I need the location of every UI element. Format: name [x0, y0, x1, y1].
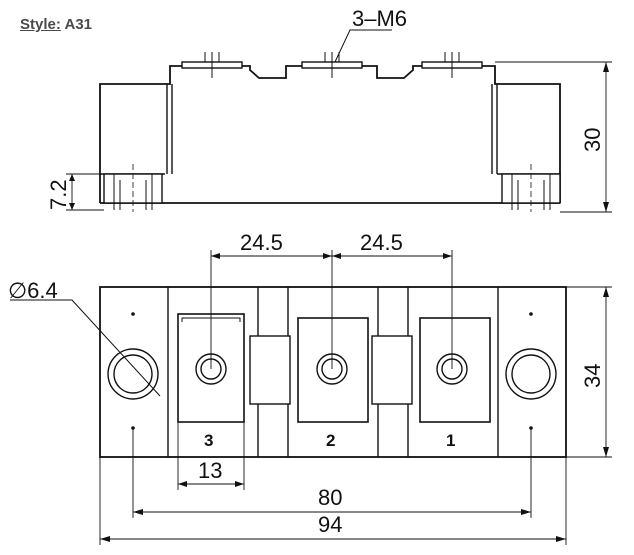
dim-pitch-right: 24.5: [360, 230, 403, 255]
side-stud-2: [301, 52, 363, 78]
side-bushing-left: [103, 164, 163, 212]
style-value: A31: [64, 16, 93, 33]
top-housing-outline: [99, 286, 567, 458]
dim-80: 80: [318, 485, 342, 510]
thread-callout: 3–M6: [352, 6, 407, 31]
dim-94: 94: [318, 512, 342, 537]
thread-leader: [334, 29, 392, 63]
side-bushing-right: [501, 164, 561, 212]
style-label: Style: A31: [20, 16, 92, 33]
terminal-label-1: 1: [446, 431, 455, 450]
dim-pitch-left: 24.5: [240, 230, 283, 255]
terminal-label-2: 2: [326, 431, 335, 450]
dim-13: 13: [198, 458, 222, 483]
side-stud-1: [421, 52, 483, 78]
mounting-hole-left: [107, 312, 159, 430]
dim-diameter: ∅6.4: [8, 278, 58, 303]
dim30-arrow-bottom: [603, 202, 609, 212]
side-housing-outline: [99, 65, 561, 203]
dim72-arrow-top: [69, 174, 75, 181]
insulator-left: [249, 335, 291, 405]
terminal-2: [297, 317, 369, 423]
style-key: Style:: [20, 16, 61, 33]
dim-34: 34: [580, 364, 605, 388]
diameter-leader: [10, 299, 161, 397]
dim30-arrow-top: [603, 62, 609, 72]
mounting-hole-right: [505, 312, 557, 430]
dim72-arrow-bottom: [69, 203, 75, 210]
side-stud-3: [181, 52, 243, 78]
terminal-label-3: 3: [204, 431, 213, 450]
dim-30: 30: [580, 128, 605, 152]
top-view: 3 2 1 24.5 24.5 ∅6.4 34 13 80: [8, 230, 612, 545]
dim-7-2: 7.2: [46, 179, 71, 210]
pitch-arrows: [211, 253, 452, 259]
side-view: 3–M6 30 7.2: [46, 6, 612, 213]
insulator-right: [371, 335, 413, 405]
terminal-1: [419, 317, 491, 423]
